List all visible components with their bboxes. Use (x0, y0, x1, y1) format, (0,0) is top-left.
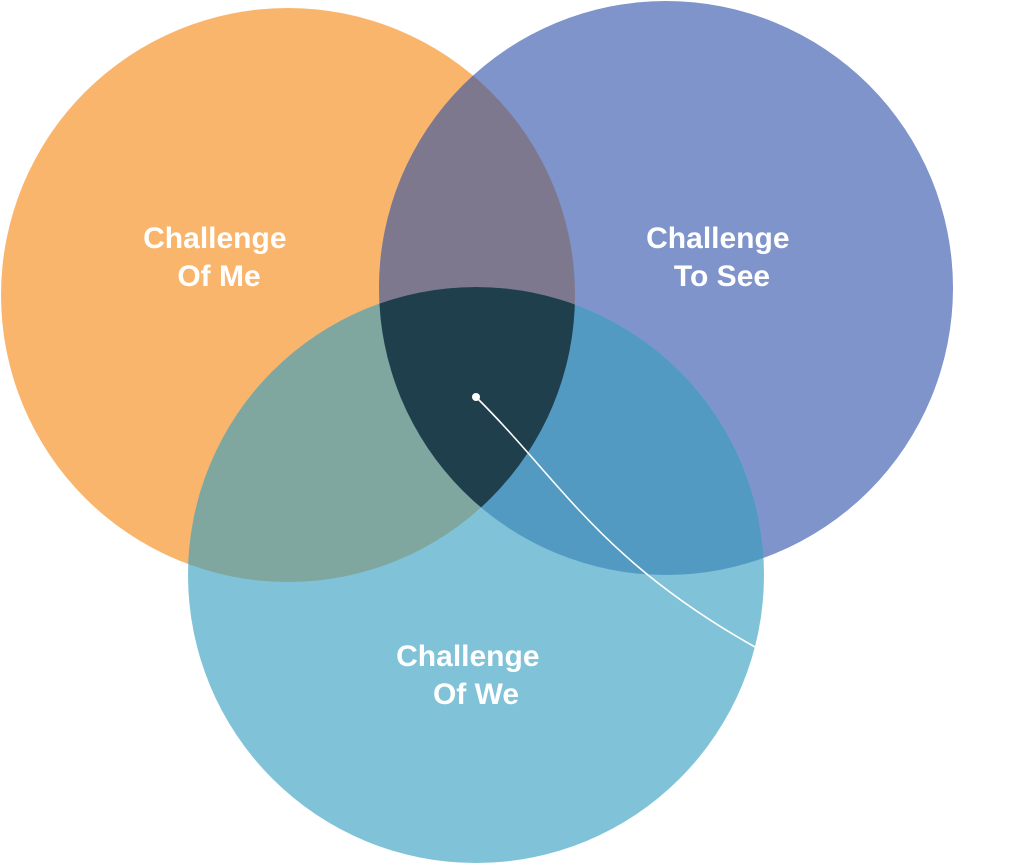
label-challenge-of-me: Challenge Of Me (143, 222, 295, 293)
label-me-line-2: Of Me (177, 260, 260, 293)
overlap-see-we (379, 287, 764, 575)
label-challenge-of-we: Challenge Of We (396, 640, 548, 711)
label-me-line-1: Challenge (143, 222, 286, 255)
label-see-line-1: Challenge (646, 222, 789, 255)
connector-line (475, 396, 756, 648)
label-we-line-2: Of We (433, 678, 519, 711)
label-challenge-to-see: Challenge To See (646, 222, 798, 293)
label-we-line-1: Challenge (396, 640, 539, 673)
label-see-line-2: To See (674, 260, 770, 293)
connector-dot (472, 393, 480, 401)
